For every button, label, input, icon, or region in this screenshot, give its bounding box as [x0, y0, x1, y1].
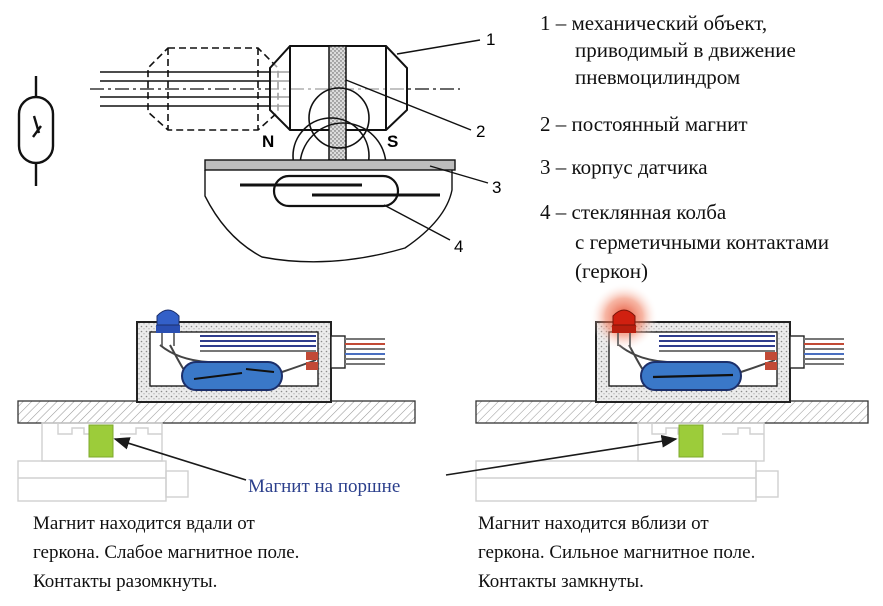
- mounting-rail: [475, 400, 869, 424]
- magnet-on-piston-label: Магнит на поршне: [248, 476, 400, 497]
- caption-left-line-1: Магнит находится вдали от: [33, 513, 255, 534]
- mechanism-drawing: [90, 39, 489, 263]
- caption-left-line-3: Контакты разомкнуты.: [33, 571, 218, 592]
- glass-bulb: [181, 361, 283, 391]
- object-dashed-outline: [147, 47, 279, 131]
- reed-switch-symbol-icon: [17, 76, 55, 186]
- legend-4-line-3: (геркон): [575, 259, 649, 283]
- callout-4: 4: [454, 237, 463, 256]
- legend-4-line-1: 4 – стеклянная колба: [540, 200, 727, 224]
- legend-3: 3 – корпус датчика: [540, 155, 708, 179]
- caption-right-line-2: геркона. Сильное магнитное поле.: [478, 542, 756, 563]
- caption-right-line-1: Магнит находится вблизи от: [478, 513, 709, 534]
- callout-leaders: [345, 39, 489, 241]
- led-on-icon: [590, 283, 658, 351]
- piston-magnet: [88, 424, 114, 458]
- arrow-to-right-magnet: [445, 434, 678, 476]
- pole-north-label: N: [262, 132, 274, 151]
- arrow-to-left-magnet: [113, 437, 247, 481]
- pole-south-label: S: [387, 132, 398, 151]
- callout-3: 3: [492, 178, 501, 197]
- glass-bulb: [272, 174, 400, 208]
- piston-cylinder: [475, 422, 779, 502]
- legend-2: 2 – постоянный магнит: [540, 112, 748, 136]
- legend-1-line-2: приводимый в движение: [575, 38, 796, 62]
- led-off-icon: [156, 309, 180, 346]
- legend-4-line-2: с герметичными контактами: [575, 230, 829, 254]
- callout-2: 2: [476, 122, 485, 141]
- legend-1-line-1: 1 – механический объект,: [540, 11, 768, 35]
- cable: [345, 338, 385, 365]
- sensor-closed: [475, 283, 869, 502]
- sensor-top-plate: [204, 159, 456, 171]
- callout-1: 1: [486, 30, 495, 49]
- piston-magnet: [678, 424, 704, 458]
- mounting-rail: [17, 400, 416, 424]
- caption-right-line-3: Контакты замкнуты.: [478, 571, 644, 592]
- caption-left-line-2: геркона. Слабое магнитное поле.: [33, 542, 300, 563]
- legend-1-line-3: пневмоцилиндром: [575, 65, 741, 89]
- cable: [804, 338, 844, 365]
- sensor-open: [17, 309, 416, 502]
- piston-cylinder: [17, 422, 189, 502]
